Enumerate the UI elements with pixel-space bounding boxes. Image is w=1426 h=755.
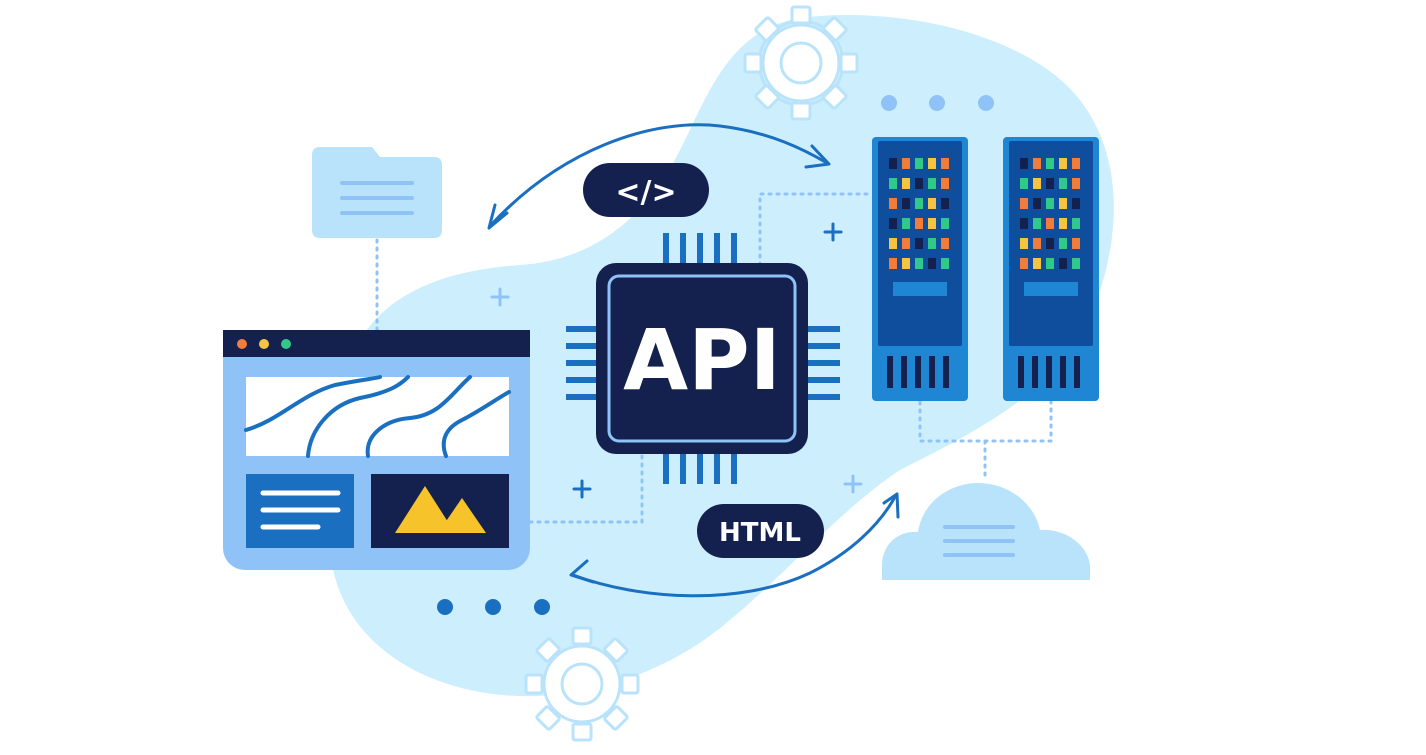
server-led: [915, 218, 923, 229]
server-led: [1046, 178, 1054, 189]
server-led: [915, 238, 923, 249]
html-badge-label: HTML: [719, 518, 801, 548]
server-led: [928, 178, 936, 189]
browser-window: [223, 330, 530, 570]
plus-icon: [490, 287, 510, 307]
chip-pins: [566, 233, 840, 484]
gear-icon: [524, 626, 640, 742]
window-dot: [237, 339, 247, 349]
top-arrow: [487, 123, 831, 230]
server-led: [1072, 198, 1080, 209]
server-led: [1059, 218, 1067, 229]
decorative-dots-bottom: [437, 599, 550, 615]
server-led: [1046, 218, 1054, 229]
server-led: [915, 198, 923, 209]
bottom-arrow: [569, 492, 900, 598]
decorative-dots-top: [881, 95, 994, 111]
chip-label: API: [623, 311, 781, 409]
server-led: [1033, 178, 1041, 189]
server-led: [1033, 258, 1041, 269]
server-led: [1020, 198, 1028, 209]
server-led: [928, 198, 936, 209]
server-led: [1020, 258, 1028, 269]
plus-icon: [572, 479, 592, 499]
server-led: [1059, 198, 1067, 209]
code-badge: </>: [583, 163, 709, 217]
server-led: [902, 258, 910, 269]
mountain-image-icon: [395, 486, 486, 533]
server-led: [928, 258, 936, 269]
server-led: [1046, 158, 1054, 169]
server-led: [941, 198, 949, 209]
folder-icon: [312, 147, 442, 238]
server-led: [889, 258, 897, 269]
server-led: [915, 158, 923, 169]
server-led: [1059, 238, 1067, 249]
html-badge: HTML: [697, 504, 824, 558]
server-led: [1059, 158, 1067, 169]
server-led: [1046, 258, 1054, 269]
server-led: [1046, 238, 1054, 249]
server-led: [1072, 238, 1080, 249]
server-led: [928, 158, 936, 169]
server-led: [915, 178, 923, 189]
server-led: [1046, 198, 1054, 209]
server-led: [941, 218, 949, 229]
server-led: [1020, 158, 1028, 169]
browser-title-bar: [223, 330, 530, 357]
server-led: [928, 238, 936, 249]
wavy-lines: [244, 375, 511, 458]
server-led: [902, 218, 910, 229]
server-rack-2: [1003, 137, 1099, 401]
server-led: [1072, 158, 1080, 169]
server-led: [902, 198, 910, 209]
server-led: [1059, 178, 1067, 189]
plus-icon: [823, 222, 843, 242]
window-dot: [281, 339, 291, 349]
server-led: [941, 158, 949, 169]
api-chip: API: [596, 263, 808, 454]
server-rack-1: [872, 137, 968, 401]
server-led: [1072, 218, 1080, 229]
server-led: [941, 258, 949, 269]
server-led: [941, 238, 949, 249]
server-led: [902, 238, 910, 249]
plus-icon: [843, 474, 863, 494]
server-led: [902, 178, 910, 189]
server-led: [928, 218, 936, 229]
server-led: [1033, 158, 1041, 169]
server-led: [1020, 178, 1028, 189]
server-led: [889, 238, 897, 249]
server-led: [1072, 258, 1080, 269]
server-led: [889, 158, 897, 169]
server-led: [1059, 258, 1067, 269]
cloud-icon: [882, 482, 1090, 580]
server-led: [1033, 218, 1041, 229]
server-led: [941, 178, 949, 189]
server-led: [915, 258, 923, 269]
server-led: [1033, 198, 1041, 209]
server-led: [1072, 178, 1080, 189]
server-led: [902, 158, 910, 169]
window-dot: [259, 339, 269, 349]
server-led: [1033, 238, 1041, 249]
code-badge-label: </>: [615, 175, 676, 210]
server-led: [1020, 238, 1028, 249]
server-led: [1020, 218, 1028, 229]
server-led: [889, 198, 897, 209]
server-led: [889, 218, 897, 229]
server-led: [889, 178, 897, 189]
connector-lines: [375, 192, 1053, 524]
gear-icon: [743, 5, 859, 121]
